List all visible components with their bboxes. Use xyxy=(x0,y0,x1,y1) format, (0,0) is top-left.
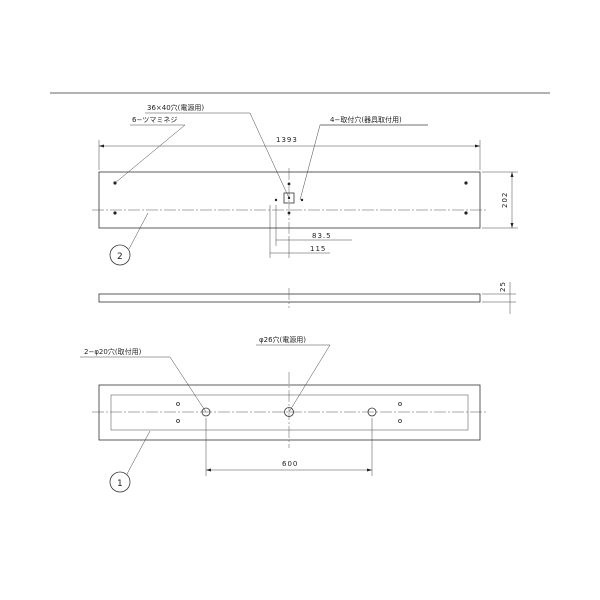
thickness-dim: 25 xyxy=(499,281,507,292)
power-hole xyxy=(284,407,294,417)
leader-square-hole xyxy=(145,112,290,199)
label-power-hole: φ26穴(電源用) xyxy=(259,335,306,344)
bottom-plate-outline xyxy=(98,384,481,441)
label-knob-screws: 6−ツマミネジ xyxy=(132,116,177,124)
leader-mount-holes xyxy=(299,124,428,201)
leader-part-1 xyxy=(126,430,151,475)
mount-hole-right xyxy=(367,407,377,417)
side-plate-outline xyxy=(98,293,481,303)
top-view: 1393 36×40穴(電源用) 6−ツマミネジ 4−取付穴(器具取付用) 20… xyxy=(92,103,518,266)
callout-circle-1 xyxy=(109,471,131,493)
arrow-right xyxy=(475,144,480,148)
label-square-hole: 36×40穴(電源用) xyxy=(147,103,204,112)
square-power-hole xyxy=(283,192,295,204)
arrow-down xyxy=(510,223,514,228)
width-dim: 202 xyxy=(501,192,509,208)
hole-spacing-dim: 600 xyxy=(282,460,298,468)
knob-screw xyxy=(113,211,117,215)
label-bottom-mount-holes: 2−φ20穴(取付用) xyxy=(84,347,142,356)
label-mount-holes: 4−取付穴(器具取付用) xyxy=(330,115,402,124)
small-hole xyxy=(398,419,402,423)
arrow-left xyxy=(99,144,104,148)
mount-hole xyxy=(274,198,278,202)
mount-hole xyxy=(287,211,291,215)
mount-hole xyxy=(287,182,291,186)
small-hole xyxy=(176,402,180,406)
small-hole xyxy=(398,402,402,406)
bottom-inner-channel xyxy=(110,394,469,431)
top-plate-outline xyxy=(98,171,481,229)
arrow-right xyxy=(367,468,372,472)
leader-mount-holes-bottom xyxy=(80,356,207,413)
leader-power-hole xyxy=(256,344,331,413)
callout-circle-2 xyxy=(109,244,131,266)
side-view: 25 xyxy=(98,281,516,314)
mount-hole xyxy=(300,198,304,202)
overall-length-dim: 1393 xyxy=(276,136,298,144)
leader-knob-screws xyxy=(114,124,186,184)
bottom-view: 2−φ20穴(取付用) φ26穴(電源用) 600 1 xyxy=(80,335,486,493)
offset-large-dim: 115 xyxy=(310,245,326,253)
offset-small-dim: 83.5 xyxy=(312,232,332,240)
leader-part-2 xyxy=(128,212,149,250)
arrow-up xyxy=(510,172,514,177)
knob-screw xyxy=(464,211,468,215)
small-hole xyxy=(176,419,180,423)
knob-screw xyxy=(464,181,468,185)
arrow-left xyxy=(206,468,211,472)
callout-label-1: 1 xyxy=(117,479,123,489)
mount-hole-left xyxy=(201,407,211,417)
callout-label-2: 2 xyxy=(117,252,123,262)
